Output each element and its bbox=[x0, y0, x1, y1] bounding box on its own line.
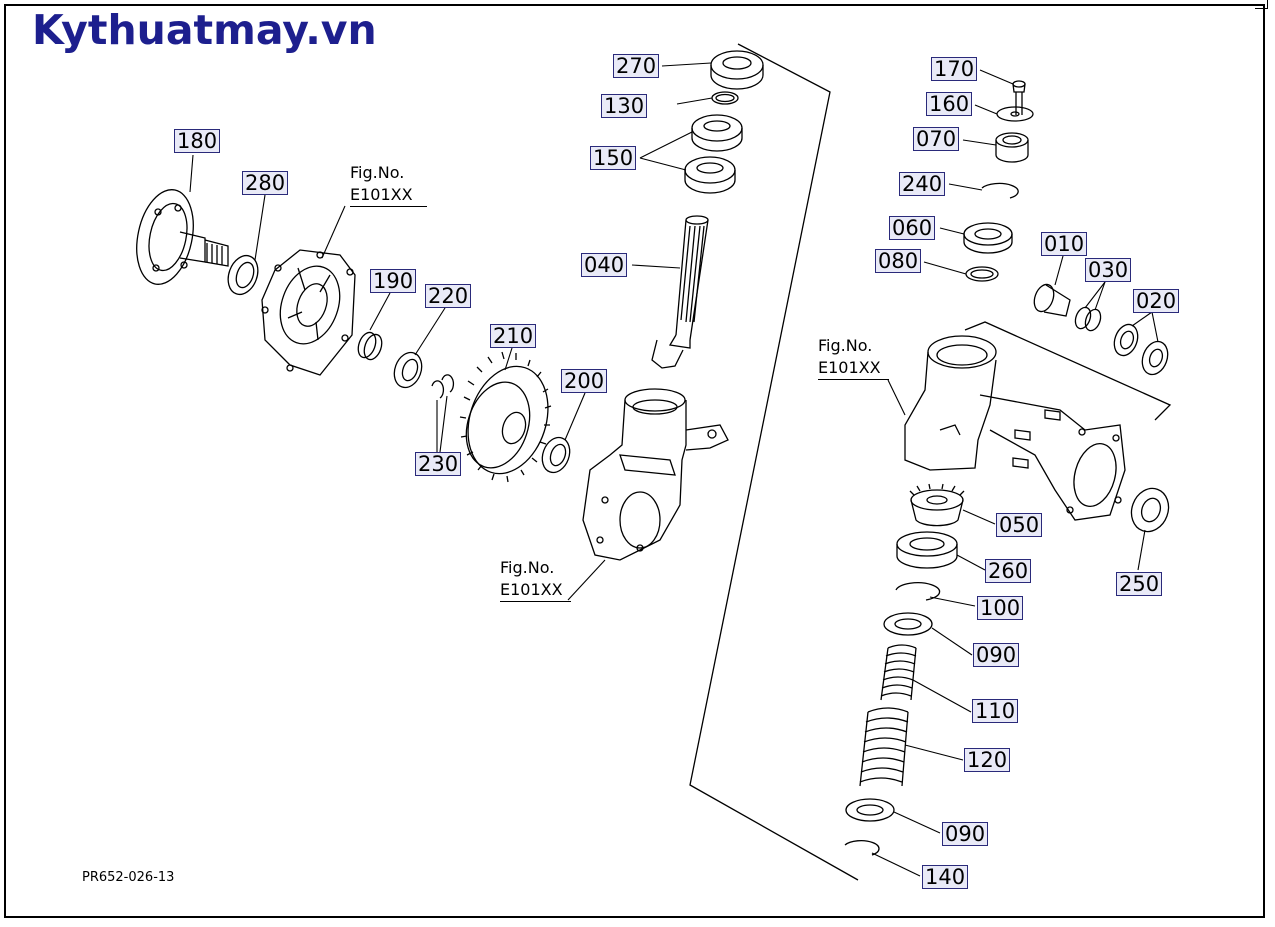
part-label-130[interactable]: 130 bbox=[601, 94, 648, 118]
part-090-spring-seat-upper bbox=[883, 612, 933, 636]
frame-corner-mark bbox=[1255, 0, 1268, 9]
part-070-bearing bbox=[995, 132, 1029, 163]
pinion-bracket-line bbox=[964, 321, 1172, 421]
fig-ref-line2: E101XX bbox=[350, 184, 427, 207]
assembly-bracket-line bbox=[689, 43, 859, 881]
part-label-260[interactable]: 260 bbox=[985, 559, 1032, 583]
part-label-280[interactable]: 280 bbox=[242, 171, 289, 195]
part-label-110[interactable]: 110 bbox=[972, 699, 1019, 723]
part-210-bevel-gear bbox=[459, 351, 552, 483]
part-090-spring-seat-lower bbox=[845, 798, 895, 822]
part-label-270[interactable]: 270 bbox=[613, 54, 660, 78]
drawing-code: PR652-026-13 bbox=[82, 870, 175, 885]
part-140-circlip bbox=[844, 840, 880, 856]
part-label-050[interactable]: 050 bbox=[996, 513, 1043, 537]
part-label-010[interactable]: 010 bbox=[1041, 232, 1088, 256]
part-label-230[interactable]: 230 bbox=[415, 452, 462, 476]
site-watermark: Kythuatmay.vn bbox=[32, 6, 377, 54]
part-label-030[interactable]: 030 bbox=[1085, 258, 1132, 282]
part-270-bearing bbox=[710, 50, 764, 90]
part-030-shims bbox=[1074, 306, 1102, 332]
part-label-190[interactable]: 190 bbox=[370, 269, 417, 293]
part-label-240[interactable]: 240 bbox=[899, 172, 946, 196]
part-160-washer bbox=[996, 106, 1034, 122]
part-label-180[interactable]: 180 bbox=[174, 129, 221, 153]
part-label-080[interactable]: 080 bbox=[875, 249, 922, 273]
part-060-bearing bbox=[963, 222, 1013, 254]
part-080-ring bbox=[965, 266, 999, 282]
part-label-150[interactable]: 150 bbox=[590, 146, 637, 170]
part-220-bearing bbox=[393, 351, 423, 389]
part-gear-case-cover bbox=[261, 249, 356, 376]
part-240-circlip bbox=[981, 182, 1019, 199]
part-170-bolt bbox=[1012, 80, 1026, 115]
fig-ref-line2: E101XX bbox=[818, 357, 889, 380]
fig-ref-right-case: Fig.No. E101XX bbox=[818, 335, 889, 380]
diagram-frame bbox=[4, 4, 1265, 918]
part-200-bearing bbox=[541, 436, 571, 474]
part-label-160[interactable]: 160 bbox=[926, 92, 973, 116]
part-label-040[interactable]: 040 bbox=[581, 253, 628, 277]
fig-ref-case: Fig.No. E101XX bbox=[500, 557, 571, 602]
fig-ref-line1: Fig.No. bbox=[500, 558, 555, 577]
part-110-inner-spring bbox=[880, 644, 917, 701]
part-label-070[interactable]: 070 bbox=[913, 127, 960, 151]
part-right-gear-case bbox=[904, 335, 1126, 521]
part-label-250[interactable]: 250 bbox=[1116, 572, 1163, 596]
part-label-090-upper[interactable]: 090 bbox=[973, 643, 1020, 667]
fig-ref-cover: Fig.No. E101XX bbox=[350, 162, 427, 207]
part-190-shims bbox=[357, 331, 383, 361]
part-label-220[interactable]: 220 bbox=[425, 284, 472, 308]
part-label-210[interactable]: 210 bbox=[490, 324, 537, 348]
part-label-090-lower[interactable]: 090 bbox=[942, 822, 989, 846]
part-120-outer-spring bbox=[859, 707, 909, 787]
part-280-oil-seal bbox=[227, 254, 259, 296]
part-label-120[interactable]: 120 bbox=[964, 748, 1011, 772]
part-100-circlip bbox=[895, 582, 941, 601]
part-label-100[interactable]: 100 bbox=[977, 596, 1024, 620]
part-label-140[interactable]: 140 bbox=[922, 865, 969, 889]
part-label-170[interactable]: 170 bbox=[931, 57, 978, 81]
part-180-flange-shaft bbox=[136, 189, 229, 285]
part-label-020[interactable]: 020 bbox=[1133, 289, 1180, 313]
part-left-gear-case bbox=[582, 388, 729, 561]
part-010-bevel-pinion bbox=[1033, 283, 1071, 317]
part-050-bevel-gear bbox=[909, 483, 965, 527]
part-150-bearings bbox=[684, 114, 743, 194]
part-040-shaft bbox=[651, 215, 709, 369]
part-230-circlips bbox=[431, 374, 455, 399]
part-label-060[interactable]: 060 bbox=[889, 216, 936, 240]
part-130-ring bbox=[711, 91, 739, 105]
part-label-200[interactable]: 200 bbox=[561, 369, 608, 393]
part-250-seal bbox=[1130, 487, 1170, 533]
fig-ref-line1: Fig.No. bbox=[818, 336, 873, 355]
fig-ref-line2: E101XX bbox=[500, 579, 571, 602]
part-020-bearings bbox=[1113, 323, 1169, 376]
part-260-bearing bbox=[896, 531, 958, 569]
fig-ref-line1: Fig.No. bbox=[350, 163, 405, 182]
leader-lines bbox=[189, 62, 1159, 877]
